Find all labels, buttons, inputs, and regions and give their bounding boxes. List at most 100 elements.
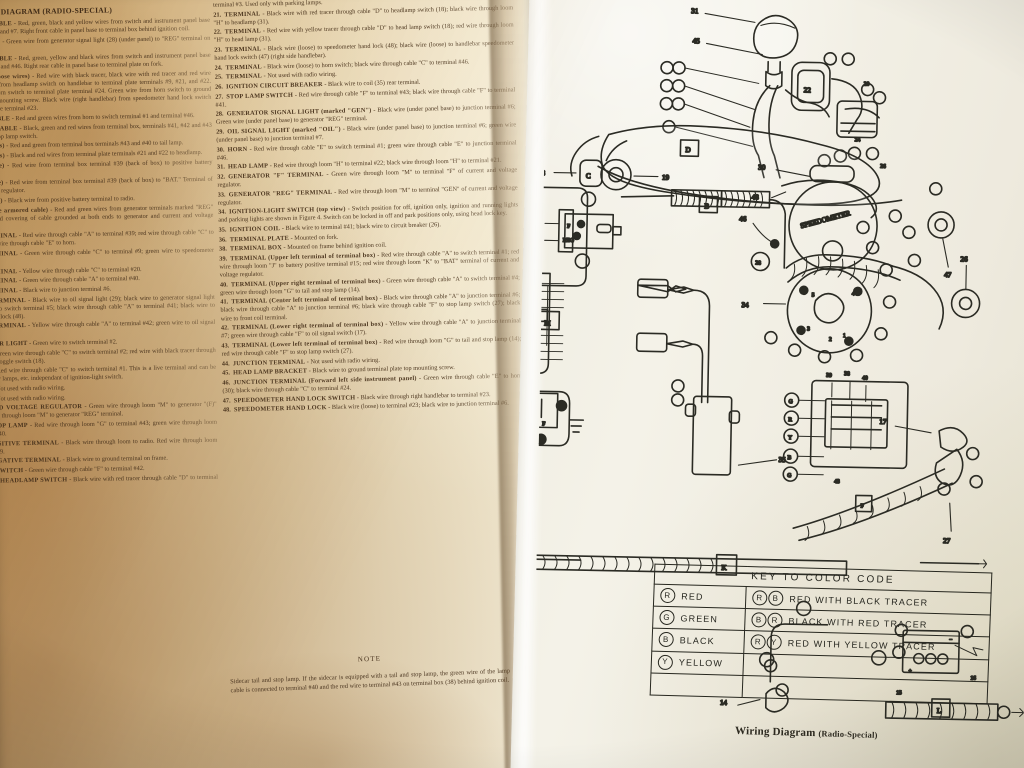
svg-text:−: − bbox=[949, 637, 952, 643]
wire-code-badges: G bbox=[659, 610, 675, 626]
callout-47: 47 bbox=[944, 271, 952, 279]
wiring-diagram: 31 45 22 24 bbox=[532, 0, 1024, 768]
wiring-entry-number: 27. bbox=[215, 93, 224, 101]
wiring-entry-term: TERMINAL bbox=[224, 27, 262, 36]
wiring-entry-text: - Green wire through cable "F" to termin… bbox=[23, 464, 145, 475]
wiring-entry-number: 41. bbox=[220, 298, 229, 307]
wiring-entry-term: TWO WIRE CABLE bbox=[0, 115, 11, 123]
ignition-light-switch-34: 5 4 3 1 2 34 bbox=[741, 268, 873, 354]
loom-K: K bbox=[532, 509, 848, 577]
handlebar-switch: 22 bbox=[790, 61, 831, 112]
callout-22: 22 bbox=[804, 86, 812, 94]
terminal-box-38: 39 38 40 43 bbox=[809, 370, 909, 486]
bottom-nodes bbox=[758, 600, 887, 668]
wiring-entry-text: - Red and green from terminal box termin… bbox=[4, 139, 184, 150]
wiring-entry-term: HANDLEBAR HEADLAMP SWITCH bbox=[0, 475, 68, 485]
svg-text:M: M bbox=[544, 319, 551, 327]
callout-17: 17 bbox=[879, 418, 887, 426]
wiring-entry-text: - Red wire with black tracer, black wire… bbox=[0, 69, 212, 114]
svg-text:G: G bbox=[787, 473, 791, 479]
wiring-entry-number: 34. bbox=[218, 208, 227, 217]
wire-code-circle-icon: G bbox=[659, 610, 675, 626]
wiring-entry-term: SWITCH TERMINAL bbox=[0, 287, 18, 295]
wiring-entry-term: IGNITION COIL bbox=[229, 225, 281, 234]
wiring-entry: LOOM (two wire armored cable) - Red and … bbox=[0, 203, 214, 232]
wiring-entry-number: 31. bbox=[216, 163, 225, 172]
generator-F: F bbox=[567, 224, 570, 230]
svg-text:G: G bbox=[789, 399, 793, 405]
wiring-entry-text: - Red and green wires from horn to switc… bbox=[10, 111, 195, 123]
loom-G bbox=[785, 253, 945, 330]
loom-J-exit bbox=[919, 559, 988, 569]
wiring-entry-text: - Black wire to ground terminal plate to… bbox=[307, 364, 455, 375]
wiring-entry-term: JUNCTION TERMINAL bbox=[0, 322, 27, 330]
battery-15-16: − + 15 16 bbox=[892, 623, 984, 697]
wiring-entry-term: TERMINAL BOX bbox=[229, 244, 283, 253]
wiring-entry-term: TAIL AND STOP LAMP bbox=[0, 421, 28, 430]
callout-26-node: 26 bbox=[950, 255, 981, 319]
callout-43: 43 bbox=[834, 479, 840, 485]
callout-15: 15 bbox=[896, 690, 902, 696]
hand-lock-switch-47: 47 bbox=[927, 182, 955, 280]
wiring-entry-number: 42. bbox=[220, 324, 229, 332]
wiring-entry-text: - Mounted on frame behind ignition coil. bbox=[281, 241, 387, 252]
wire-code-circle-icon: Y bbox=[657, 654, 674, 670]
callout-16: 16 bbox=[970, 676, 976, 682]
wiring-entry-number: 35. bbox=[218, 226, 227, 234]
label-30-lead: 30 bbox=[757, 163, 855, 183]
wiring-entry-term: STOP LAMP SWITCH bbox=[226, 91, 294, 101]
callout-26b: 26 bbox=[960, 255, 968, 263]
wire-code-badges: B bbox=[658, 632, 674, 648]
wiring-entry-text: terminal #3. Used only with parking lamp… bbox=[212, 0, 323, 9]
generator: F REG bbox=[532, 186, 622, 323]
wiring-entry-number: 33. bbox=[217, 191, 226, 199]
wiring-entry-number: 28. bbox=[215, 110, 224, 119]
wiring-entry-term: SPEEDOMETER HAND LOCK bbox=[233, 404, 327, 414]
wire-code-circle-icon: R bbox=[750, 634, 766, 651]
wiring-entry-term: SPEEDOMETER LIGHT bbox=[0, 339, 28, 349]
wiring-entry-term: SPEEDOMETER HAND LOCK SWITCH bbox=[233, 393, 356, 404]
loom-M: M bbox=[532, 272, 565, 375]
wiring-entry-text: - Green wire to switch terminal #2. bbox=[27, 338, 118, 347]
loom-B: B bbox=[620, 188, 787, 269]
wiring-entry-number: 25. bbox=[214, 73, 223, 82]
wiring-entry-number: 24. bbox=[214, 64, 223, 72]
svg-text:L: L bbox=[937, 707, 942, 715]
wiring-entry-term: TERMINAL PLATE bbox=[229, 234, 290, 244]
left-page-column-one: FOR WIRING DIAGRAM (RADIO-SPECIAL) FOUR … bbox=[0, 4, 218, 496]
wiring-entry-number: 36. bbox=[218, 236, 227, 244]
wiring-entry-text: - Black, green and red wires from termin… bbox=[0, 121, 212, 141]
wiring-entry-text: - Red wire through cable "A" to terminal… bbox=[0, 228, 214, 249]
wiring-entry-text: - Not used with radio wiring. bbox=[305, 356, 380, 366]
terminal-box-badges: G R Y B G bbox=[782, 392, 826, 482]
wiring-entry-term: GENERATOR "REG" TERMINAL bbox=[228, 188, 333, 199]
wiring-entry-term: SWITCH TERMINAL bbox=[0, 277, 18, 286]
wire-code-badges: R bbox=[660, 587, 676, 604]
wiring-entry-number: 44. bbox=[221, 359, 230, 368]
svg-text:F: F bbox=[542, 421, 545, 427]
callout-14: 14 bbox=[720, 699, 728, 707]
wiring-entry-term: IGNITION CIRCUIT BREAKER bbox=[225, 81, 323, 91]
svg-text:R: R bbox=[788, 417, 792, 423]
svg-text:+: + bbox=[908, 668, 911, 674]
key-table-label: GREEN bbox=[680, 613, 719, 625]
wire-code-circle-icon: B bbox=[768, 590, 784, 607]
wiring-entry-term: BATTERY NEGATIVE TERMINAL bbox=[0, 456, 62, 466]
svg-text:F: F bbox=[861, 503, 864, 509]
wiring-entry-term: TERMINAL bbox=[225, 72, 263, 81]
ignition-switch-18: C bbox=[570, 135, 603, 188]
callout-C: C bbox=[586, 172, 591, 180]
wiring-entry-text: - Yellow wire through cable "C" to termi… bbox=[17, 265, 142, 275]
wiring-entry-number: 47. bbox=[222, 396, 231, 405]
loom-L: L bbox=[884, 698, 1024, 721]
switch-wire-badges bbox=[764, 209, 922, 364]
wire-code-circle-icon: Y bbox=[766, 635, 782, 651]
wiring-entry-text: - Green wire through cable "A" to termin… bbox=[17, 275, 140, 285]
callout-20: 20 bbox=[864, 81, 870, 87]
